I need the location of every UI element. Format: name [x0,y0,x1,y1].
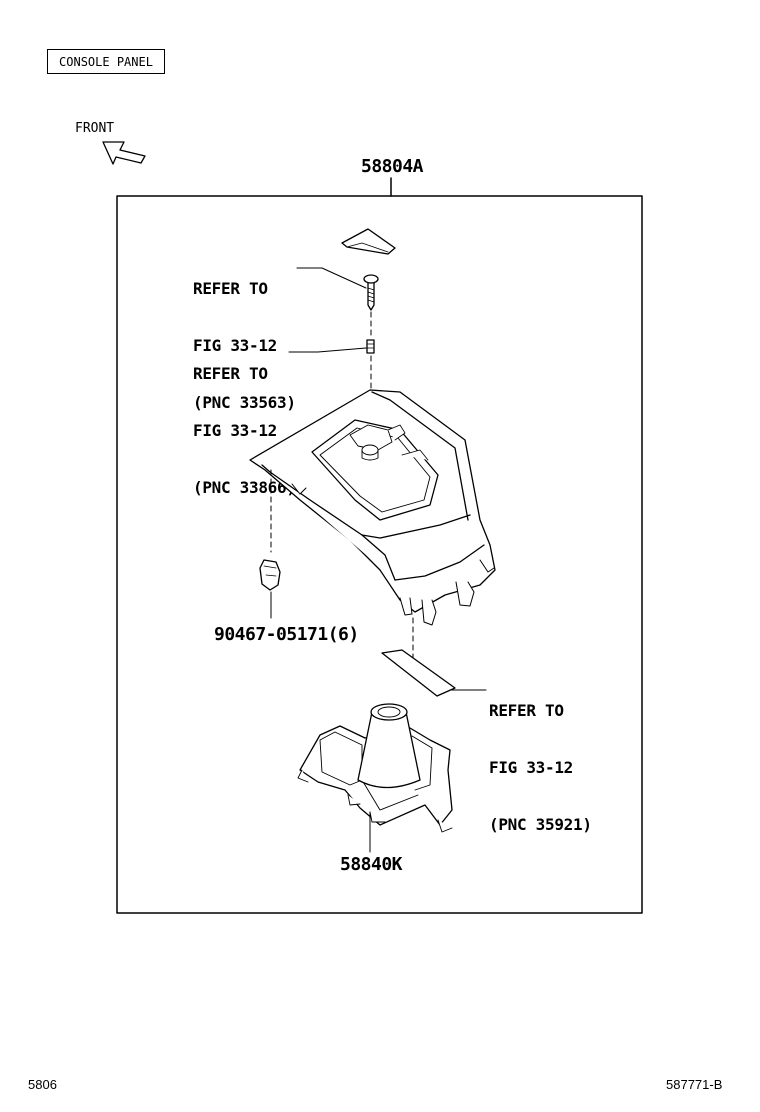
reference-line: REFER TO [489,701,564,720]
assembly-frame [116,195,643,914]
part-number-boot: 58840K [340,854,403,875]
reference-line: REFER TO [193,364,268,383]
console-panel-body [249,389,496,626]
title-text: CONSOLE PANEL [59,55,153,69]
cover-piece-icon [341,228,396,255]
reference-callout-3: REFER TO FIG 33-12 (PNC 35921) [489,663,592,853]
reference-line: FIG 33-12 [193,336,277,355]
leader-line [288,347,367,353]
diagram-title: CONSOLE PANEL [47,49,165,74]
reference-line: (PNC 33563) [193,393,296,412]
shift-boot-icon [297,703,453,833]
footer-page-code: 5806 [28,1077,57,1092]
footer-illustration-code: 587771-B [666,1077,723,1092]
pad-sheet-icon [381,649,456,697]
screw-icon [363,274,379,311]
part-number-clip: 90467-05171(6) [214,624,359,645]
reference-line: (PNC 35921) [489,815,592,834]
front-label: FRONT [75,121,115,136]
reference-line: REFER TO [193,279,268,298]
clip-icon [259,559,281,591]
part-number-assembly: 58804A [361,156,424,177]
leader-line [296,267,367,289]
nut-icon [366,339,375,354]
front-arrow-icon [102,141,146,165]
reference-callout-1: REFER TO FIG 33-12 (PNC 33563) [193,241,296,431]
reference-line: FIG 33-12 [193,421,277,440]
reference-line: FIG 33-12 [489,758,573,777]
